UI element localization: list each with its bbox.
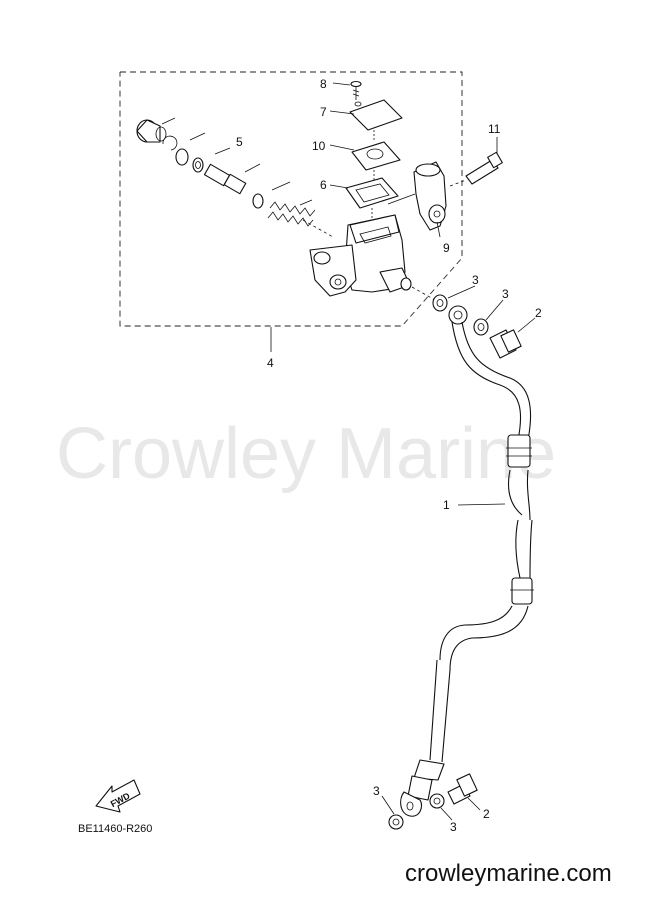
assembly-boundary <box>119 71 463 327</box>
union-bolt-upper <box>489 329 522 359</box>
callout-7: 7 <box>320 105 327 119</box>
callout-3-upper-right: 3 <box>502 287 509 301</box>
callout-1: 1 <box>443 498 450 512</box>
union-bolt-lower <box>447 773 478 805</box>
callout-10: 10 <box>312 139 326 153</box>
callout-2-lower: 2 <box>483 807 490 821</box>
reservoir-cap-7 <box>349 99 403 142</box>
master-cylinder-body <box>309 214 436 301</box>
drawing-code: BE11460-R260 <box>78 823 152 835</box>
bolt-11 <box>449 151 503 187</box>
brake-hose-1 <box>400 321 534 817</box>
callout-3-lower-right: 3 <box>450 820 457 834</box>
callout-9: 9 <box>443 241 450 255</box>
callout-3-upper-left: 3 <box>472 273 479 287</box>
piston-kit <box>136 117 334 238</box>
callout-2-upper: 2 <box>535 306 542 320</box>
callout-3-lower-left: 3 <box>373 784 380 798</box>
callout-11: 11 <box>488 122 501 136</box>
diaphragm-6 <box>345 177 399 220</box>
callout-6: 6 <box>320 178 327 192</box>
site-url[interactable]: crowleymarine.com <box>405 860 612 887</box>
lower-washers <box>388 793 445 830</box>
callout-5: 5 <box>236 135 243 149</box>
callout-8: 8 <box>320 77 327 91</box>
leader-lines <box>270 82 536 821</box>
fwd-arrow-icon: FWD <box>95 779 141 813</box>
watermark-text: Crowley Marine <box>56 414 556 494</box>
holder-9 <box>413 161 447 231</box>
callout-4: 4 <box>267 356 274 370</box>
upper-washers <box>432 294 489 336</box>
screw-8 <box>350 80 362 100</box>
diaphragm-plate-10 <box>351 141 401 180</box>
